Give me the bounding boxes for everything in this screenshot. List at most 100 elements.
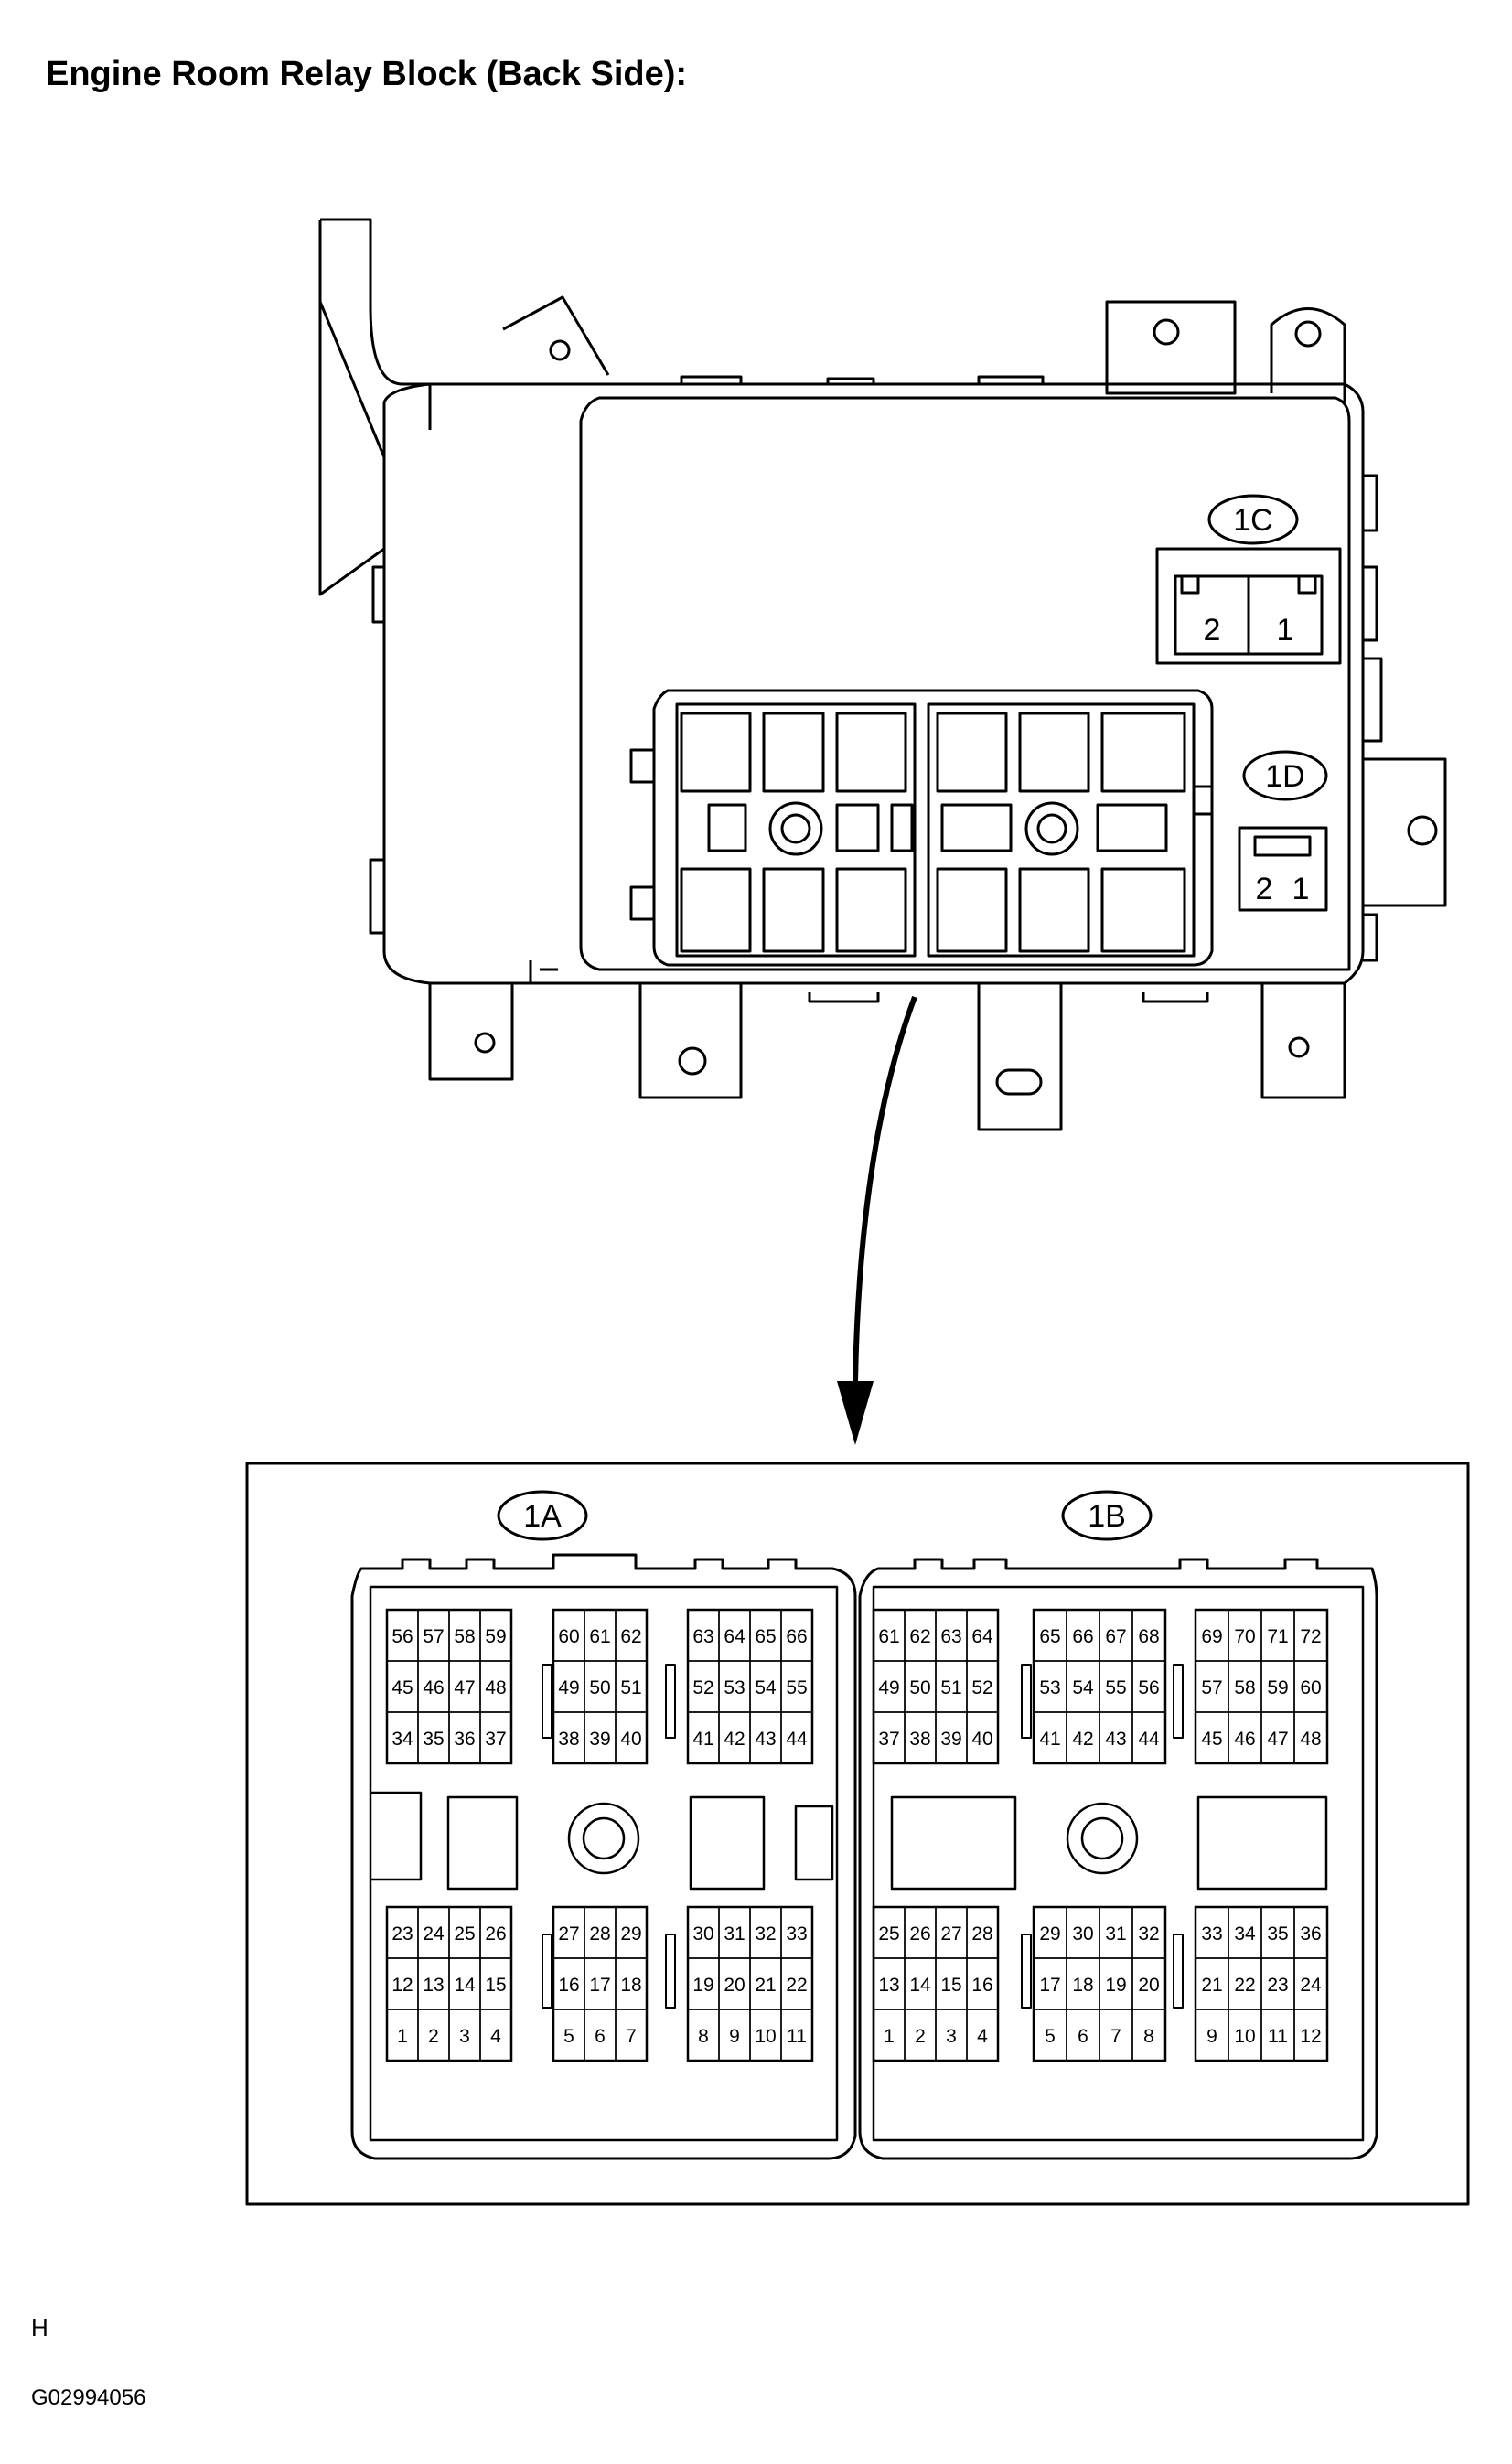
pin-number: 1 (884, 2026, 895, 2047)
pin-number: 38 (558, 1729, 579, 1750)
pin-number: 72 (1300, 1626, 1321, 1647)
pin-cell (1293, 1711, 1328, 1764)
pin-number: 26 (485, 1923, 506, 1944)
pin-number: 12 (1300, 2026, 1321, 2047)
pin-number: 59 (1267, 1677, 1288, 1698)
pin-number: 45 (391, 1677, 413, 1698)
pin-number: 1 (397, 2026, 408, 2047)
pin-number: 27 (940, 1923, 961, 1944)
pin-cell (780, 1711, 813, 1764)
pin-number: 31 (724, 1923, 745, 1944)
pin-number: 16 (558, 1975, 579, 1996)
pin-number: 41 (692, 1729, 713, 1750)
pin-number: 13 (878, 1975, 899, 1996)
pin-number: 50 (909, 1677, 930, 1698)
pin-number: 52 (971, 1677, 992, 1698)
pin-number: 22 (1234, 1975, 1255, 1996)
pin-number: 37 (485, 1729, 506, 1750)
pin-number: 43 (755, 1729, 776, 1750)
pin-number: 10 (755, 2026, 776, 2047)
pin-number: 42 (1072, 1729, 1093, 1750)
pin-number: 67 (1105, 1626, 1126, 1647)
connector-label-1c: 1C (1233, 503, 1272, 538)
pin-number: 55 (786, 1677, 807, 1698)
pin-number: 26 (909, 1923, 930, 1944)
pin-number: 31 (1105, 1923, 1126, 1944)
pin-number: 35 (423, 1729, 444, 1750)
pin-number: 8 (698, 2026, 709, 2047)
pin-number: 17 (1039, 1975, 1060, 1996)
pin-number: 20 (724, 1975, 745, 1996)
pin-number: 6 (595, 2026, 606, 2047)
pin-cell (1293, 2009, 1328, 2062)
pin-number: 10 (1234, 2026, 1255, 2047)
pin-number: 33 (1201, 1923, 1222, 1944)
pin-number: 36 (454, 1729, 475, 1750)
pin-number: 51 (620, 1677, 641, 1698)
pin-number: 21 (755, 1975, 776, 1996)
pin-number: 4 (977, 2026, 988, 2047)
connector-1c (1155, 494, 1342, 665)
pin-number: 12 (391, 1975, 413, 1996)
pin-number: 49 (878, 1677, 899, 1698)
pin-number: 60 (1300, 1677, 1321, 1698)
pin-number: 49 (558, 1677, 579, 1698)
pin-number: 14 (909, 1975, 931, 1996)
pin-number: 25 (454, 1923, 475, 1944)
pin-number: 58 (454, 1626, 475, 1647)
pin-number: 61 (878, 1626, 899, 1647)
figure-code-h: H (31, 2314, 48, 2341)
pin-number: 38 (909, 1729, 930, 1750)
pin-number: 69 (1201, 1626, 1222, 1647)
pin-number: 21 (1201, 1975, 1222, 1996)
pin-number: 7 (626, 2026, 637, 2047)
pin-number: 22 (786, 1975, 807, 1996)
pin-number: 54 (1072, 1677, 1094, 1698)
pin-number: 30 (692, 1923, 713, 1944)
pin-number: 5 (563, 2026, 574, 2047)
pin-number: 29 (1039, 1923, 1060, 1944)
down-arrow-icon (837, 1381, 874, 1445)
pin-number: 11 (1268, 2026, 1288, 2047)
pin-number: 32 (1138, 1923, 1159, 1944)
pin-number: 19 (1105, 1975, 1126, 1996)
pin-cell (615, 2009, 648, 2062)
pin-number: 47 (454, 1677, 475, 1698)
pin-cell (966, 1711, 999, 1764)
pin-number: 6 (1078, 2026, 1088, 2047)
pin-number: 50 (589, 1677, 610, 1698)
pin-number: 62 (620, 1626, 641, 1647)
pin-number: 57 (1201, 1677, 1222, 1698)
pin-number: 20 (1138, 1975, 1159, 1996)
pin-number: 40 (971, 1729, 992, 1750)
pin-number: 64 (971, 1626, 993, 1647)
connector-label-1b: 1B (1088, 1499, 1126, 1534)
pin-number: 44 (1138, 1729, 1160, 1750)
pin-number: 24 (1300, 1975, 1322, 1996)
pin-number: 43 (1105, 1729, 1126, 1750)
pin-number: 34 (1234, 1923, 1256, 1944)
pin-1c-2: 2 (1204, 613, 1221, 648)
connector-1b-housing (858, 1558, 1378, 2160)
pin-cell (615, 1711, 648, 1764)
pin-number: 25 (878, 1923, 899, 1944)
pin-number: 18 (620, 1975, 641, 1996)
pin-number: 46 (423, 1677, 444, 1698)
pin-number: 58 (1234, 1677, 1255, 1698)
pin-number: 3 (459, 2026, 470, 2047)
pin-number: 28 (971, 1923, 992, 1944)
pin-number: 46 (1234, 1729, 1255, 1750)
pin-number: 59 (485, 1626, 506, 1647)
pin-number: 65 (1039, 1626, 1060, 1647)
pin-number: 33 (786, 1923, 807, 1944)
pin-number: 19 (692, 1975, 713, 1996)
pin-number: 15 (940, 1975, 961, 1996)
pin-number: 64 (724, 1626, 745, 1647)
pin-number: 48 (485, 1677, 506, 1698)
pin-cell (966, 2009, 999, 2062)
